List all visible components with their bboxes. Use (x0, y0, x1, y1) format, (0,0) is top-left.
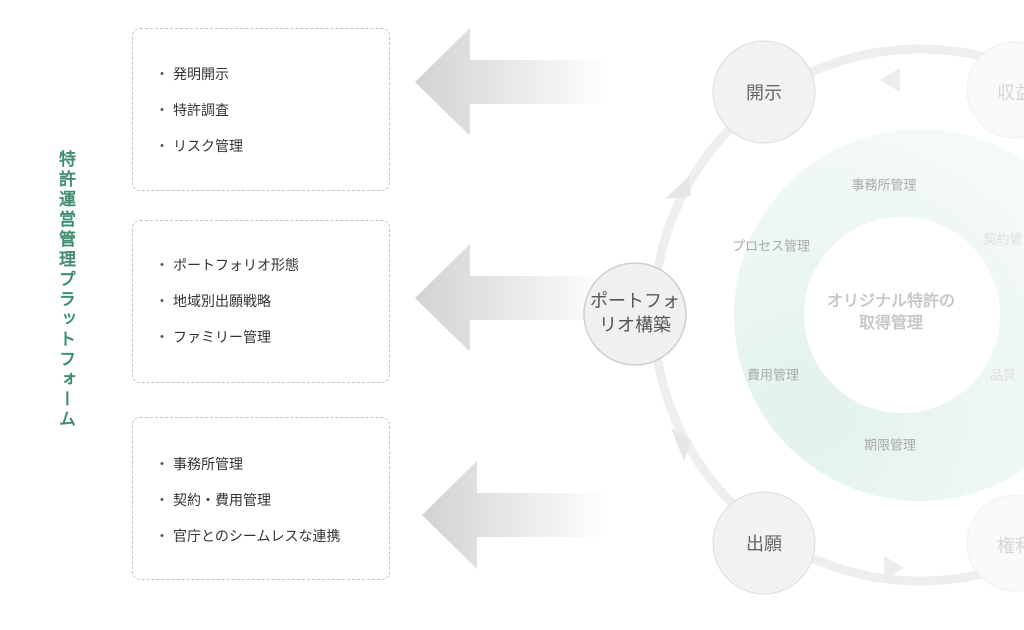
node-rights (966, 494, 1024, 592)
list-item: ポートフォリオ形態 (155, 256, 299, 292)
list-item: 官庁とのシームレスな連携 (155, 527, 340, 563)
list-item: 発明開示 (155, 65, 243, 101)
node-label-rights: 権利 (997, 536, 1024, 557)
ring-arrow-icon (880, 68, 900, 92)
feature-box-disclosure: 発明開示 特許調査 リスク管理 (132, 28, 390, 191)
node-label-revenue: 収益 (997, 83, 1024, 104)
inner-label-deadline: 期限管理 (863, 438, 917, 454)
inner-label-quality: 品質 (989, 368, 1017, 384)
list-item: 事務所管理 (155, 455, 340, 491)
list-item: 地域別出願戦略 (155, 292, 299, 328)
ring-arrow-icon (884, 556, 904, 580)
arrow-left-top (415, 28, 608, 136)
list-item: ファミリー管理 (155, 328, 299, 364)
list-item: 特許調査 (155, 101, 243, 137)
inner-label-office: 事務所管理 (851, 178, 917, 194)
page-title: 特許運営管理プラットフォーム (55, 150, 75, 430)
list-item: 契約・費用管理 (155, 491, 340, 527)
ring-arrow-icon (671, 428, 691, 461)
list-item: リスク管理 (155, 137, 243, 173)
inner-core (804, 217, 1000, 413)
feature-box-filing: 事務所管理 契約・費用管理 官庁とのシームレスな連携 (132, 417, 390, 580)
inner-label-process: プロセス管理 (731, 239, 811, 255)
ring-arrow-icon (665, 176, 691, 199)
center-label: オリジナル特許の取得管理 (826, 291, 955, 332)
node-label-portfolio: ポートフォリオ構築 (590, 291, 680, 336)
arrow-left-middle (415, 244, 608, 352)
node-portfolio (583, 262, 687, 366)
node-disclosure (712, 40, 816, 144)
node-label-disclosure: 開示 (746, 83, 782, 104)
feature-box-portfolio: ポートフォリオ形態 地域別出願戦略 ファミリー管理 (132, 220, 390, 383)
inner-label-cost: 費用管理 (746, 368, 800, 384)
node-label-filing: 出願 (746, 534, 782, 555)
inner-label-contract: 契約管 (983, 232, 1023, 248)
node-filing (712, 491, 816, 595)
node-revenue (966, 41, 1024, 139)
arrow-left-bottom (422, 461, 608, 569)
